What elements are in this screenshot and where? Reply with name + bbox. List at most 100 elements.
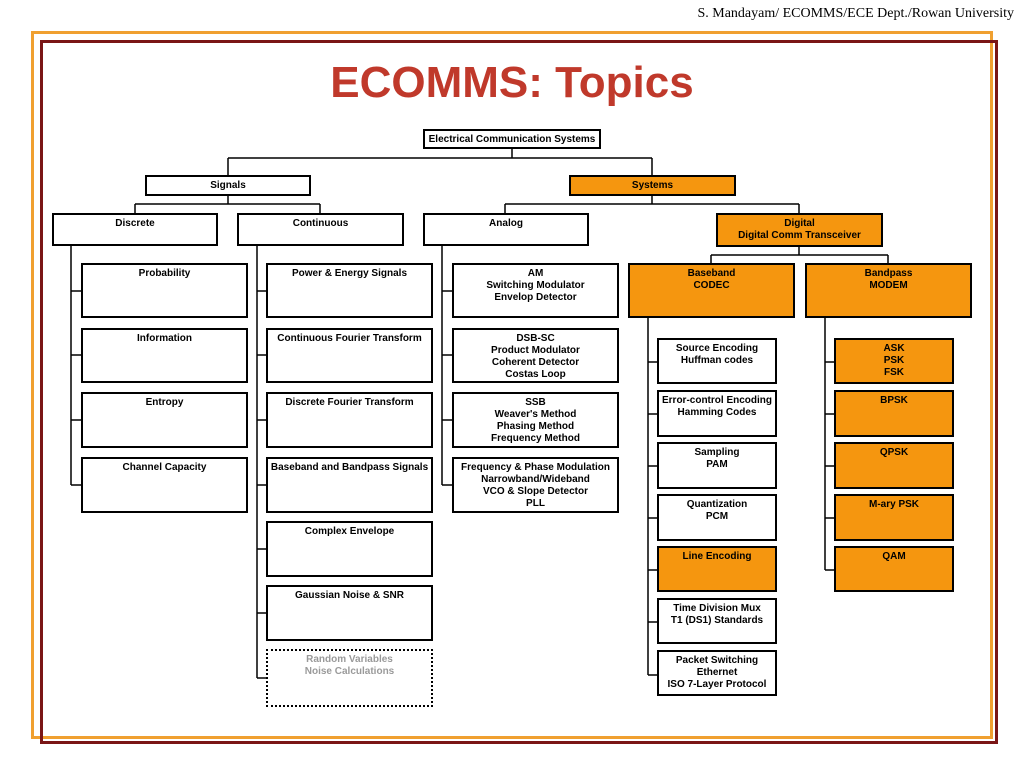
baseband-item: Line Encoding: [657, 546, 777, 592]
node-label-line: AM: [527, 268, 544, 279]
node-label-line: Systems: [631, 180, 674, 191]
node-label-line: Entropy: [145, 397, 184, 408]
node-label-line: PSK: [883, 355, 905, 366]
node-label-line: Continuous: [292, 218, 349, 229]
continuous-item: Baseband and Bandpass Signals: [266, 457, 433, 513]
node-label-line: SSB: [525, 397, 546, 408]
header-credit: S. Mandayam/ ECOMMS/ECE Dept./Rowan Univ…: [697, 6, 1014, 21]
node-label-line: QPSK: [879, 447, 909, 458]
node-signals: Signals: [145, 175, 311, 196]
node-label-line: Huffman codes: [680, 355, 754, 366]
node-label-line: Power & Energy Signals: [291, 268, 408, 279]
node-analog: Analog: [423, 213, 589, 246]
node-label-line: Baseband and Bandpass Signals: [270, 462, 429, 473]
node-label-line: Frequency Method: [491, 433, 580, 444]
node-label-line: Quantization: [686, 499, 748, 510]
node-label-line: Digital Comm Transceiver: [738, 230, 861, 241]
node-label-line: Digital: [784, 218, 815, 229]
node-label-line: Switching Modulator: [486, 280, 585, 291]
node-label-line: ASK: [883, 343, 905, 354]
discrete-item: Probability: [81, 263, 248, 318]
node-label-line: BPSK: [880, 395, 908, 406]
node-label-line: M-ary PSK: [868, 499, 919, 510]
discrete-item: Information: [81, 328, 248, 383]
continuous-item: Gaussian Noise & SNR: [266, 585, 433, 641]
node-label-line: Information: [137, 333, 192, 344]
node-label-line: Analog: [489, 218, 523, 229]
node-label-line: Bandpass: [864, 268, 913, 279]
discrete-item: Entropy: [81, 392, 248, 448]
discrete-item: Channel Capacity: [81, 457, 248, 513]
node-label-line: Gaussian Noise & SNR: [295, 590, 404, 601]
node-label-line: DSB-SC: [516, 333, 555, 344]
slide-title: ECOMMS: Topics: [330, 58, 694, 107]
continuous-item: Complex Envelope: [266, 521, 433, 577]
node-label-line: Time Division Mux: [673, 603, 761, 614]
node-label-line: Hamming Codes: [677, 407, 757, 418]
node-label-line: Electrical Communication Systems: [428, 134, 596, 145]
node-label-line: Sampling: [694, 447, 740, 458]
node-label-line: Narrowband/Wideband: [481, 474, 590, 485]
continuous-item: Power & Energy Signals: [266, 263, 433, 318]
node-continuous: Continuous: [237, 213, 404, 246]
node-label-line: FSK: [884, 367, 904, 378]
node-root: Electrical Communication Systems: [423, 129, 601, 149]
bandpass-item: QPSK: [834, 442, 954, 489]
node-label-line: QAM: [882, 551, 906, 562]
node-label-line: Envelop Detector: [494, 292, 577, 303]
node-label-line: Noise Calculations: [304, 666, 395, 677]
node-label-line: Frequency & Phase Modulation: [461, 462, 610, 473]
node-label-line: Coherent Detector: [491, 357, 580, 368]
inner-maroon-frame: [40, 40, 998, 744]
node-label-line: Error-control Encoding: [662, 395, 772, 406]
node-label-line: Line Encoding: [682, 551, 752, 562]
node-label-line: Discrete Fourier Transform: [285, 397, 414, 408]
bandpass-item: QAM: [834, 546, 954, 592]
node-label-line: T1 (DS1) Standards: [670, 615, 764, 626]
node-label-line: Discrete: [115, 218, 155, 229]
node-label-line: Weaver's Method: [494, 409, 577, 420]
node-systems: Systems: [569, 175, 736, 196]
node-label-line: MODEM: [869, 280, 908, 291]
outer-orange-frame: [31, 31, 993, 739]
continuous-item: Continuous Fourier Transform: [266, 328, 433, 383]
node-label-line: Ethernet: [696, 667, 738, 678]
node-label-line: Packet Switching: [675, 655, 759, 666]
node-label-line: PAM: [706, 459, 728, 470]
node-label-line: PCM: [705, 511, 729, 522]
node-label-line: Source Encoding: [675, 343, 759, 354]
node-label-line: Product Modulator: [491, 345, 580, 356]
node-label-line: Baseband: [687, 268, 736, 279]
node-label-line: Channel Capacity: [122, 462, 207, 473]
node-label-line: Phasing Method: [496, 421, 575, 432]
node-label-line: Signals: [210, 180, 246, 191]
node-label-line: ISO 7-Layer Protocol: [667, 679, 767, 690]
node-label-line: Random Variables: [306, 654, 393, 665]
bandpass-item: M-ary PSK: [834, 494, 954, 541]
node-label-line: Probability: [138, 268, 191, 279]
node-label-line: VCO & Slope Detector: [482, 486, 589, 497]
node-label-line: Complex Envelope: [304, 526, 395, 537]
continuous-item: Discrete Fourier Transform: [266, 392, 433, 448]
node-label-line: PLL: [526, 498, 545, 509]
node-label-line: CODEC: [693, 280, 730, 291]
node-label-line: Continuous Fourier Transform: [277, 333, 422, 344]
node-discrete: Discrete: [52, 213, 218, 246]
bandpass-item: BPSK: [834, 390, 954, 437]
